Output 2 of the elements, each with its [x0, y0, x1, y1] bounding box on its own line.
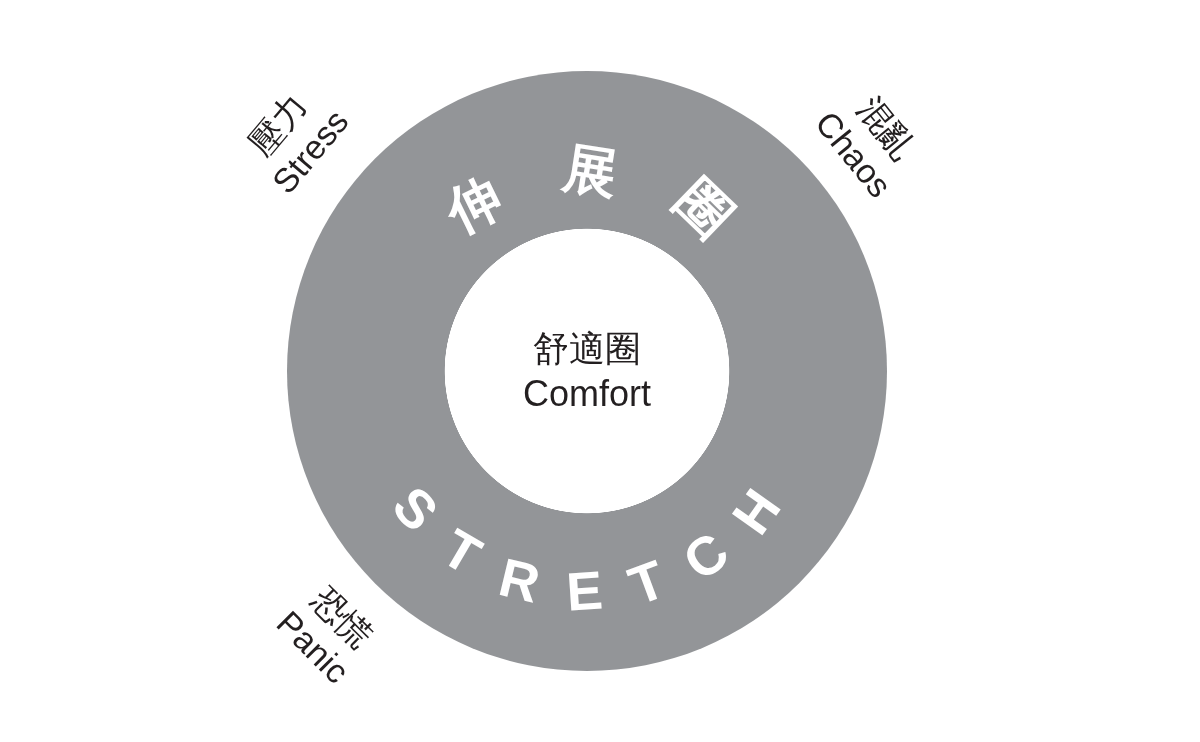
circle-label: 舒適圈 Comfort	[523, 327, 651, 416]
curved-label: 伸展圈	[436, 136, 786, 288]
